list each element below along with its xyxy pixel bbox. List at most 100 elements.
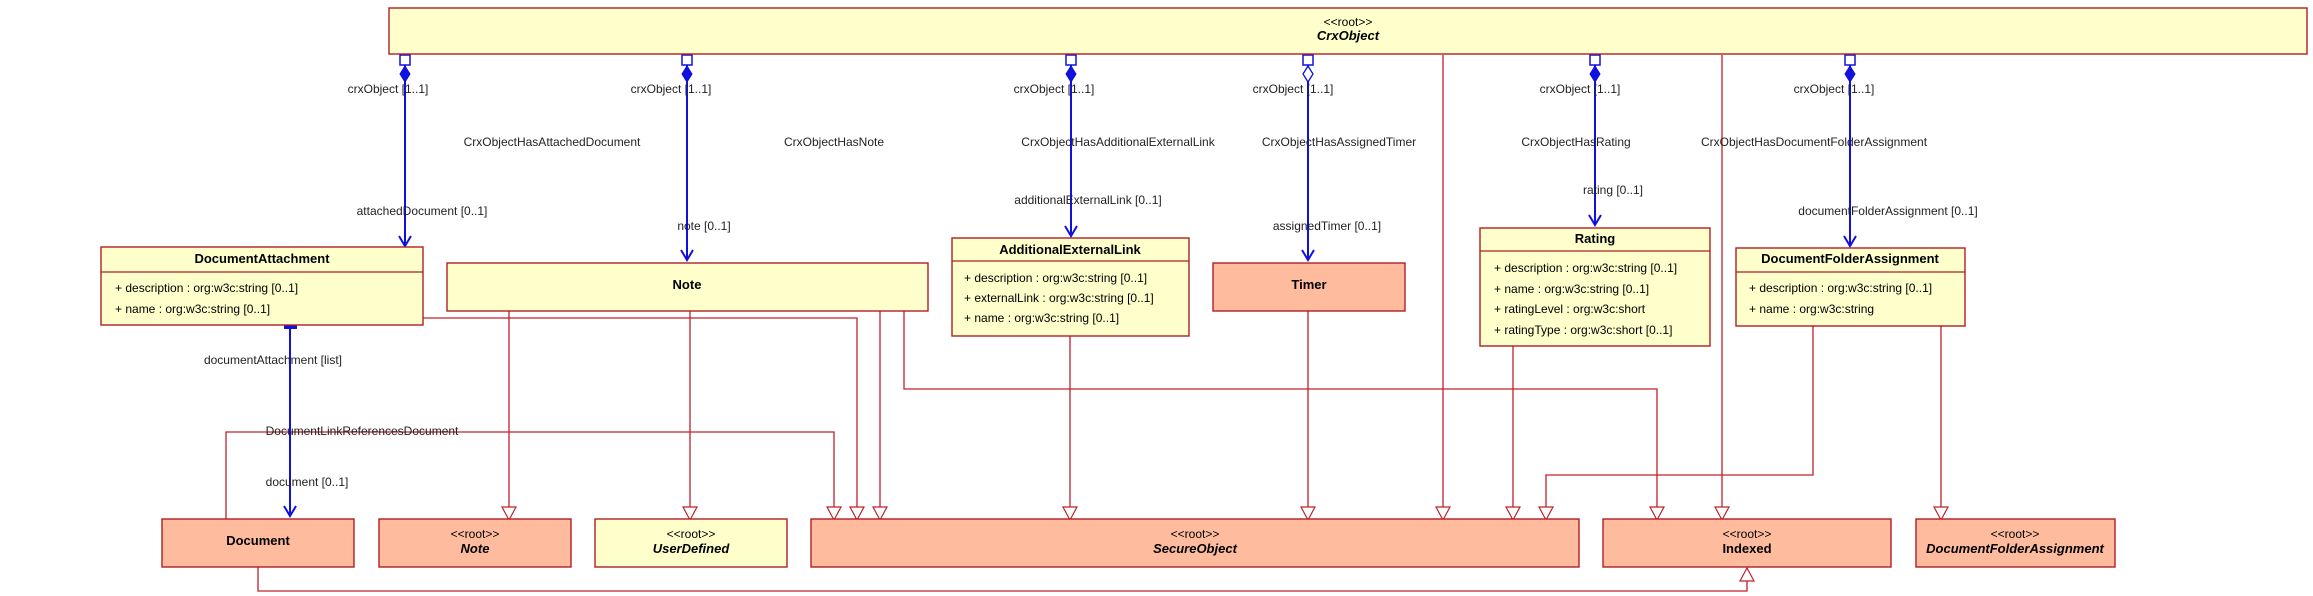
class-name: AdditionalExternalLink [999,242,1141,257]
association-name: CrxObjectHasNote [784,135,884,149]
association-name: CrxObjectHasAttachedDocument [464,135,641,149]
class-attribute: + ratingType : org:w3c:short [0..1] [1494,323,1672,337]
class-box [951,237,1190,337]
class-attribute: + description : org:w3c:string [0..1] [1749,281,1932,295]
association-source-role: crxObject [1..1] [631,82,712,96]
class-box [388,7,2308,55]
class-attribute: + description : org:w3c:string [0..1] [964,271,1147,285]
class-rating[interactable]: Rating + description : org:w3c:string [0… [1479,227,1711,347]
composition-end-marker [284,324,297,329]
class-box [161,518,355,568]
generalization-arrowhead [871,506,889,522]
class-box [100,246,424,326]
generalization-arrowhead [1932,506,1950,522]
association-end-square [1844,54,1856,66]
association-target-role: rating [0..1] [1583,183,1643,197]
composition-diamond [1589,65,1601,83]
class-crxobject[interactable]: <<root>> CrxObject [388,7,2308,55]
generalization-arrowhead [500,506,518,522]
association-arrowhead [1301,249,1315,262]
generalization-arrowhead [1061,506,1079,522]
class-name: Rating [1575,231,1616,246]
class-timer[interactable]: Timer [1212,262,1406,312]
class-box [1915,518,2116,568]
association-arrowhead [1064,225,1078,238]
class-name: Indexed [1722,541,1771,556]
aggregation-diamond [1302,64,1314,84]
class-stereotype: <<root>> [667,527,716,541]
class-name: DocumentFolderAssignment [1926,541,2104,556]
class-attribute: + name : org:w3c:string [0..1] [115,302,270,316]
association-arrowhead [1843,235,1857,248]
class-attribute: + name : org:w3c:string [1749,302,1874,316]
class-attribute: + externalLink : org:w3c:string [0..1] [964,291,1154,305]
generalization-documentattachment-secureobject [423,317,858,521]
generalization-arrowhead [1434,506,1452,522]
class-attribute: + name : org:w3c:string [0..1] [1494,282,1649,296]
generalization-arrowhead [848,506,866,522]
association-arrowhead [283,505,297,518]
association-name: CrxObjectHasAssignedTimer [1262,135,1416,149]
class-box [446,262,929,312]
class-userdefined[interactable]: <<root>> UserDefined [594,518,788,568]
generalization-arrowhead [1648,506,1666,522]
association-arrowhead [398,235,412,248]
association-target-role: additionalExternalLink [0..1] [1014,193,1161,207]
class-indexed[interactable]: <<root>> Indexed [1602,518,1892,568]
class-name: UserDefined [653,541,731,556]
class-stereotype: <<root>> [1991,527,2040,541]
class-box [378,518,572,568]
association-lines [283,54,1857,518]
association-target-role: attachedDocument [0..1] [357,204,488,218]
class-stereotype: <<root>> [1723,527,1772,541]
generalization-document-indexed [257,567,1748,592]
class-box [1602,518,1892,568]
composition-diamond [1844,65,1856,83]
class-secureobject[interactable]: <<root>> SecureObject [810,518,1580,568]
class-stereotype: <<root>> [1324,15,1373,29]
association-source-role: crxObject [1..1] [1540,82,1621,96]
class-name: Note [673,277,702,292]
class-attribute: + description : org:w3c:string [0..1] [1494,261,1677,275]
association-arrowhead [1588,214,1602,227]
class-box [1212,262,1406,312]
class-name: Note [461,541,490,556]
composition-diamond [681,65,693,83]
association-end-square [1065,54,1077,66]
class-attribute: + name : org:w3c:string [0..1] [964,311,1119,325]
generalization-arrowhead [825,506,843,522]
association-target-role: documentFolderAssignment [0..1] [1798,204,1977,218]
class-note[interactable]: Note [446,262,929,312]
class-root-documentfolderassignment[interactable]: <<root>> DocumentFolderAssignment [1915,518,2116,568]
class-name: DocumentAttachment [194,251,330,266]
class-box [594,518,788,568]
composition-diamond [399,65,411,83]
association-end-square [1589,54,1601,66]
composition-diamond [1065,65,1077,83]
association-end-square [399,54,411,66]
class-stereotype: <<root>> [1171,527,1220,541]
association-end-square [1302,54,1314,66]
generalization-arrowhead [1713,506,1731,522]
class-documentfolderassignment[interactable]: DocumentFolderAssignment + description :… [1735,247,1966,327]
generalization-documentfolderassignment-indexed [1545,326,1814,521]
class-name: CrxObject [1317,28,1380,43]
class-additionalexternallink[interactable]: AdditionalExternalLink + description : o… [951,237,1190,337]
association-end-square [681,54,693,66]
association-target-role: note [0..1] [677,219,730,233]
class-attribute: + ratingLevel : org:w3c:short [1494,302,1646,316]
association-source-role: crxObject [1..1] [1794,82,1875,96]
association-name: CrxObjectHasRating [1521,135,1630,149]
class-document[interactable]: Document [161,518,355,568]
class-box [1735,247,1966,327]
generalization-lines [225,55,1950,592]
association-source-role: documentAttachment [list] [204,353,342,367]
class-name: SecureObject [1153,541,1237,556]
class-root-note[interactable]: <<root>> Note [378,518,572,568]
generalization-note-indexed [903,311,1658,521]
class-documentattachment[interactable]: DocumentAttachment + description : org:w… [100,246,424,326]
generalization-arrowhead [681,506,699,522]
generalization-arrowhead [1504,506,1522,522]
association-target-role: document [0..1] [266,475,349,489]
